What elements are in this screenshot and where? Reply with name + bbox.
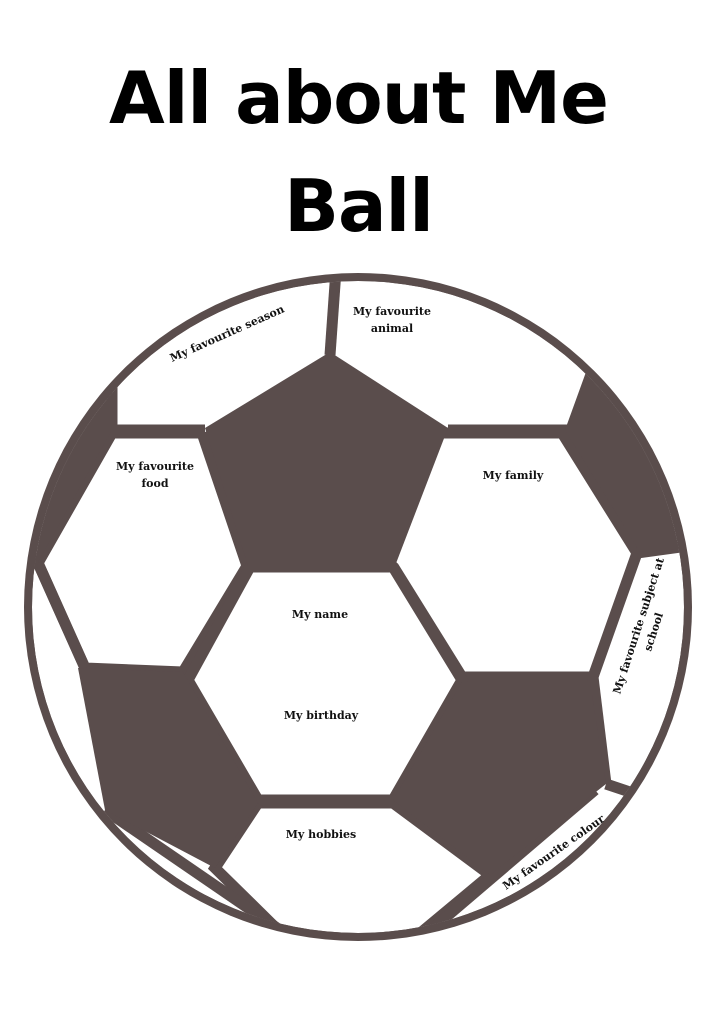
title-line-1: All about Me xyxy=(109,56,609,140)
label-my-family: My family xyxy=(483,469,544,482)
top-pentagon xyxy=(205,352,448,566)
bottom-left-pentagon xyxy=(78,668,258,868)
label-favourite-food-2: food xyxy=(141,477,168,490)
page-title: All about Me Ball xyxy=(0,44,717,260)
label-my-birthday: My birthday xyxy=(284,709,359,722)
label-my-name: My name xyxy=(292,608,348,621)
label-favourite-animal-2: animal xyxy=(371,322,413,335)
label-favourite-animal-1: My favourite xyxy=(353,305,431,318)
title-line-2: Ball xyxy=(284,164,434,248)
bottom-right-pentagon xyxy=(393,682,606,875)
label-my-hobbies: My hobbies xyxy=(286,828,357,841)
label-favourite-food-1: My favourite xyxy=(116,460,194,473)
